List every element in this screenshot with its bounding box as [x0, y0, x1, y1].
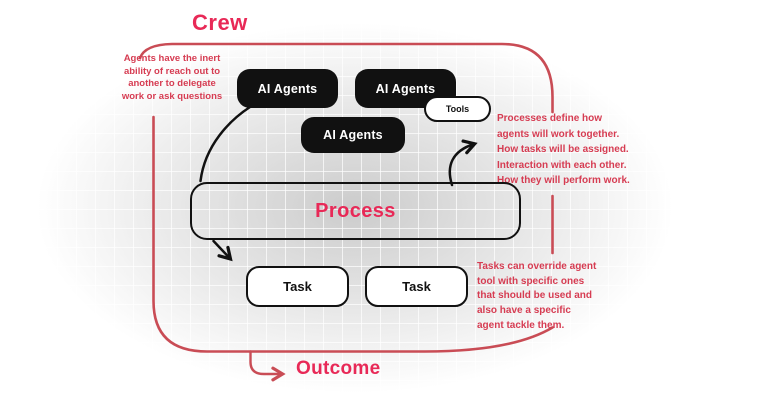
process-label: Process: [315, 199, 396, 222]
process-node: Process: [190, 182, 521, 240]
annotation-line: ability of reach out to: [123, 65, 221, 77]
task-node-2: Task: [365, 266, 468, 307]
crew-border-top: [138, 42, 554, 114]
annotation-line: work or ask questions: [121, 91, 223, 103]
ai-agents-node-1: AI Agents: [237, 69, 338, 108]
annotation-line: Interaction with each other.: [497, 159, 627, 171]
crew-border-left-bottom: [152, 115, 554, 353]
process-to-note-arrow: [448, 139, 478, 187]
crew-title: Crew: [192, 10, 248, 35]
annotation-line: Processes define how: [497, 113, 603, 124]
ai-agents-node-2: AI Agents: [355, 69, 456, 108]
outcome-title: Outcome: [296, 358, 381, 379]
annotation-line: Agents have the inert: [123, 53, 221, 64]
annotation-line: another to delegate: [128, 78, 216, 90]
annotation-process: Processes define how agents will work to…: [497, 111, 630, 189]
annotation-line: agents will work together.: [497, 128, 620, 140]
annotation-tasks: Tasks can override agent tool with speci…: [477, 260, 596, 334]
annotation-line: How they will perform work.: [497, 175, 630, 186]
annotation-line: tool with specific ones: [477, 275, 585, 287]
tools-node: Tools: [424, 96, 491, 122]
agents-to-process-connector: [199, 105, 252, 183]
outcome-arrow: [249, 350, 286, 382]
annotation-line: that should be used and: [477, 290, 593, 302]
annotation-line: agent tackle them.: [477, 319, 565, 331]
ai-agents-node-3: AI Agents: [301, 117, 405, 153]
annotation-agents: Agents have the inert ability of reach o…: [108, 53, 236, 104]
task-node-1: Task: [246, 266, 349, 307]
annotation-line: also have a specific: [477, 305, 571, 317]
annotation-line: How tasks will be assigned.: [497, 144, 629, 155]
process-to-task-arrow: [212, 239, 233, 262]
annotation-line: Tasks can override agent: [477, 261, 597, 272]
